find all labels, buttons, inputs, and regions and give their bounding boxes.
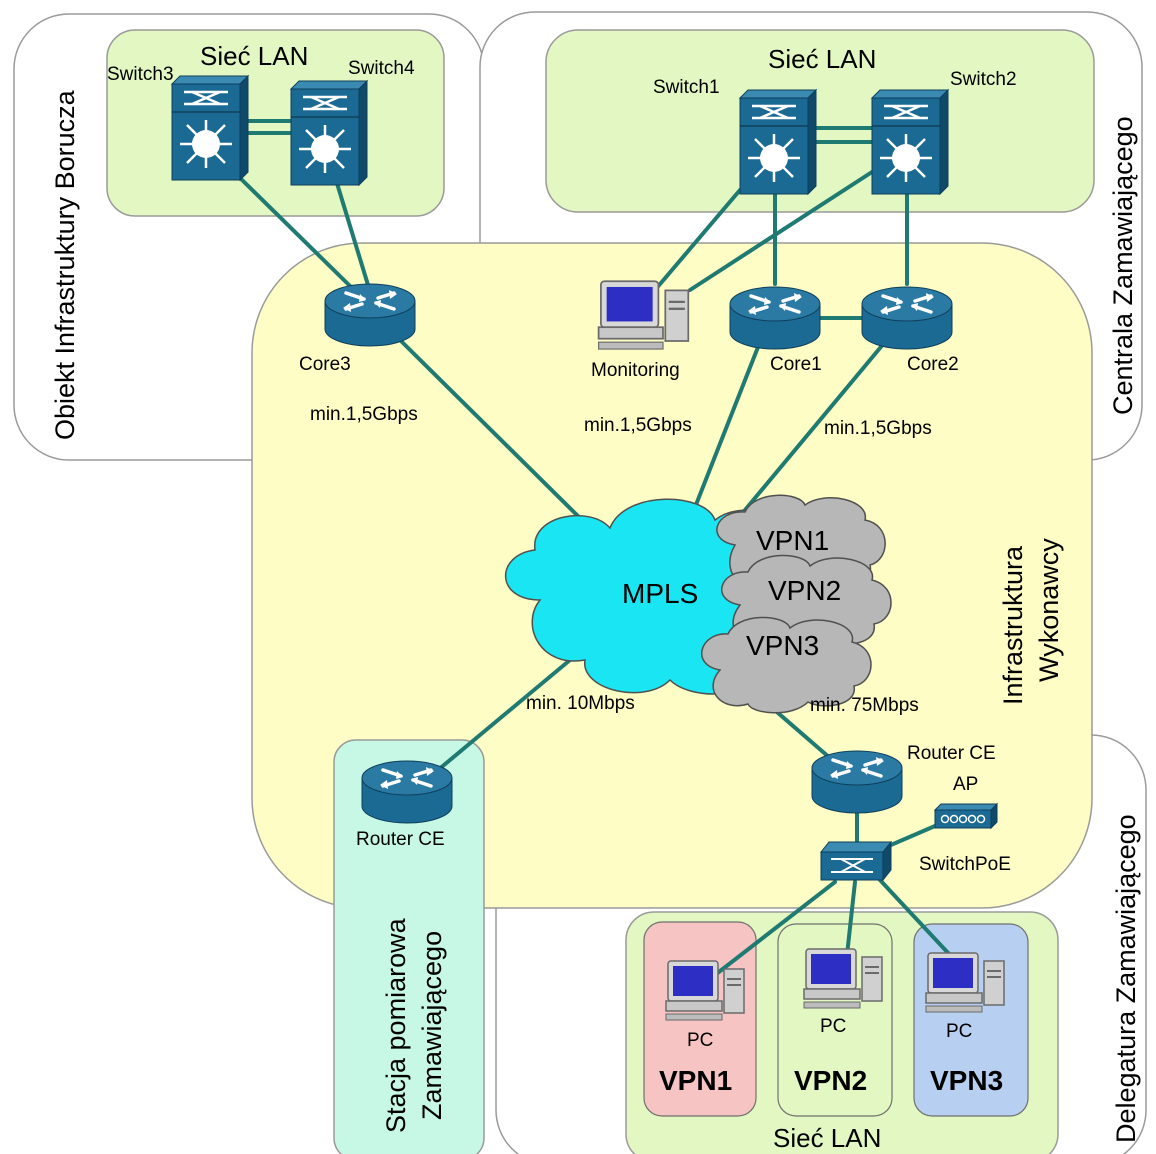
link-core3-speed: min.1,5Gbps: [310, 404, 418, 425]
vpn3-cloud: [701, 616, 872, 714]
pc1-vpn-label: VPN1: [659, 1065, 732, 1096]
lan-left-label: Sieć LAN: [200, 41, 308, 71]
lan-bottom-label: Sieć LAN: [773, 1123, 881, 1153]
pc1-icon[interactable]: [665, 960, 745, 1021]
pc3-label: PC: [946, 1021, 972, 1042]
link-switchpoe-ap: [882, 824, 937, 850]
link-mpls-routerce-left: [436, 658, 572, 772]
switch1-icon[interactable]: [738, 88, 818, 196]
pc2-icon[interactable]: [803, 948, 883, 1009]
ap-icon[interactable]: [933, 802, 999, 830]
link-stacja-speed: min. 10Mbps: [526, 693, 635, 714]
core1-label: Core1: [770, 354, 822, 375]
pc1-label: PC: [687, 1030, 713, 1051]
link-switch1-monitoring: [653, 188, 742, 292]
region-boruca-label: Obiekt Infrastruktury Borucza: [50, 89, 80, 440]
router-ce-left-label: Router CE: [356, 829, 445, 850]
region-lan-top: [545, 29, 1095, 213]
core3-router-icon[interactable]: [323, 282, 417, 348]
region-stacja-label-2: Zamawiającego: [417, 931, 447, 1120]
link-switch3-core3: [234, 172, 352, 288]
switch2-label: Switch2: [950, 69, 1017, 90]
link-delegatura-speed: min. 75Mbps: [810, 695, 919, 716]
core1-router-icon[interactable]: [728, 285, 822, 351]
switch3-label: Switch3: [107, 64, 174, 85]
region-stacja: [333, 739, 485, 1154]
link-core1-mpls: [688, 340, 762, 522]
switch2-icon[interactable]: [870, 88, 950, 196]
switch4-label: Switch4: [348, 58, 415, 79]
switch4-icon[interactable]: [289, 79, 369, 187]
monitoring-pc-icon[interactable]: [597, 280, 690, 351]
router-ce-right-icon[interactable]: [810, 749, 904, 815]
link-core1-speed: min.1,5Gbps: [584, 415, 692, 436]
switch1-label: Switch1: [653, 77, 720, 98]
core3-label: Core3: [299, 354, 351, 375]
link-core3-mpls: [398, 338, 592, 530]
region-stacja-label-1: Stacja pomiarowa: [381, 917, 411, 1133]
pc3-vpn-label: VPN3: [930, 1065, 1003, 1096]
router-ce-left-icon[interactable]: [360, 759, 454, 825]
region-wykonawca-label-2: Wykonawcy: [1034, 538, 1064, 682]
mpls-label: MPLS: [622, 578, 698, 609]
ap-label: AP: [953, 774, 978, 795]
vpn3-cloud-label: VPN3: [746, 630, 819, 661]
monitoring-label: Monitoring: [591, 360, 680, 381]
link-switch4-core3: [334, 178, 370, 287]
lan-top-label: Sieć LAN: [768, 44, 876, 74]
switchpoe-icon[interactable]: [819, 840, 893, 882]
pc2-vpn-label: VPN2: [794, 1065, 867, 1096]
link-switchpoe-pc1: [713, 880, 837, 977]
switch3-icon[interactable]: [170, 74, 250, 182]
vpn2-cloud-label: VPN2: [768, 575, 841, 606]
link-core2-speed: min.1,5Gbps: [824, 418, 932, 439]
link-switch2-monitoring: [688, 170, 874, 292]
router-ce-right-label: Router CE: [907, 743, 996, 764]
pc2-label: PC: [820, 1016, 846, 1037]
switchpoe-label: SwitchPoE: [919, 854, 1011, 875]
region-delegatura-label: Delegatura Zamawiającego: [1111, 814, 1141, 1143]
pc3-icon[interactable]: [925, 952, 1005, 1013]
region-wykonawca-label-1: Infrastruktura: [998, 545, 1028, 705]
link-switchpoe-pc2: [845, 880, 857, 957]
region-centrala-label: Centrala Zamawiającego: [1108, 116, 1138, 415]
vpn1-cloud-label: VPN1: [756, 525, 829, 556]
link-core2-mpls: [743, 340, 887, 512]
link-switchpoe-pc3: [878, 878, 952, 957]
links: [234, 119, 952, 977]
core2-router-icon[interactable]: [860, 285, 954, 351]
core2-label: Core2: [907, 354, 959, 375]
